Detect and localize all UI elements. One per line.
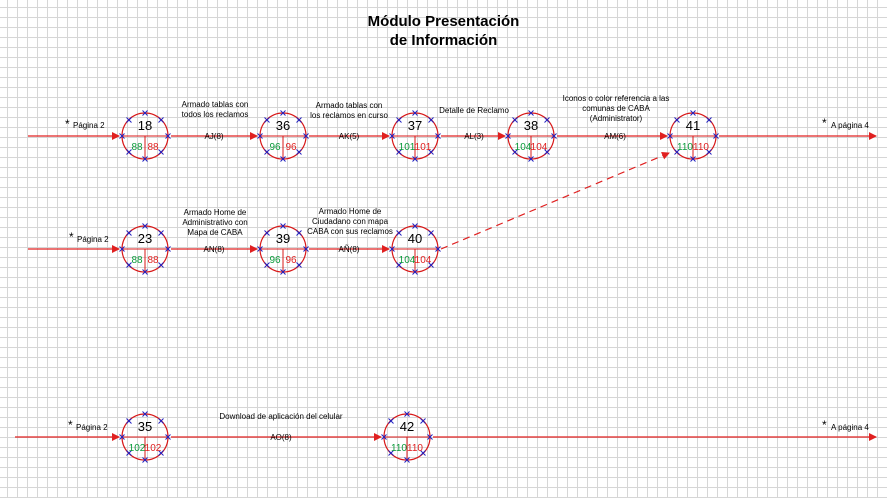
activity-an-tilde-desc-2: Ciudadano con mapa <box>312 217 389 226</box>
node-early-time: 104 <box>515 142 532 153</box>
activity-an-code: AN(8) <box>204 245 225 254</box>
activity-ao-desc-1: Download de aplicación del celular <box>219 412 343 421</box>
to-page4-row3: A página 4 <box>831 423 869 432</box>
node-marks <box>381 411 433 463</box>
activity-al-code: AL(3) <box>464 132 484 141</box>
node-late-time: 88 <box>147 142 159 153</box>
node-marks <box>389 223 441 275</box>
activity-al-desc-1: Detalle de Reclamo <box>439 106 509 115</box>
node-late-time: 102 <box>145 443 162 454</box>
node-late-time: 104 <box>415 255 432 266</box>
activity-an-desc-2: Administrativo con <box>182 218 247 227</box>
node-id: 35 <box>138 419 152 434</box>
node-late-time: 110 <box>693 142 709 153</box>
node-marks <box>667 110 719 162</box>
node-marks <box>119 411 171 463</box>
title-line-2: de Información <box>389 32 498 49</box>
star-marker-row3-right: * <box>822 418 827 432</box>
activity-am-desc-3: (Administrator) <box>590 114 643 123</box>
node-id: 36 <box>276 118 290 133</box>
node-23: 23 88 88 <box>119 223 171 275</box>
node-early-time: 101 <box>399 142 416 153</box>
title-line-1: Módulo Presentación <box>367 13 520 30</box>
node-39: 39 96 96 <box>257 223 309 275</box>
node-36: 36 96 96 <box>257 110 309 162</box>
node-id: 18 <box>138 118 152 133</box>
to-page4-row1: A página 4 <box>831 121 869 130</box>
node-id: 41 <box>686 118 700 133</box>
from-page2-row1: Página 2 <box>73 121 105 130</box>
node-id: 37 <box>408 118 422 133</box>
node-id: 40 <box>408 231 422 246</box>
star-marker-row3-left: * <box>68 418 73 432</box>
node-marks <box>119 223 171 275</box>
node-early-time: 110 <box>677 142 693 153</box>
node-early-time: 96 <box>269 255 281 266</box>
node-marks <box>257 223 309 275</box>
node-late-time: 104 <box>531 142 548 153</box>
activity-an-tilde-desc-3: CABA con sus reclamos <box>307 227 393 236</box>
activity-aj-desc-1: Armado tablas con <box>182 100 249 109</box>
activity-an-desc-1: Armado Home de <box>184 208 247 217</box>
node-late-time: 110 <box>407 443 423 454</box>
activity-an-tilde-code: AÑ(8) <box>339 245 360 254</box>
activity-am-desc-1: Iconos o color referencia a las <box>563 94 670 103</box>
node-early-time: 88 <box>131 255 143 266</box>
node-marks <box>505 110 557 162</box>
node-marks <box>257 110 309 162</box>
from-page2-row2: Página 2 <box>77 235 109 244</box>
node-id: 42 <box>400 419 414 434</box>
activity-an-tilde-desc-1: Armado Home de <box>319 207 382 216</box>
node-late-time: 96 <box>285 142 297 153</box>
node-late-time: 96 <box>285 255 297 266</box>
activity-aj-code: AJ(8) <box>204 132 223 141</box>
activity-ao-code: AO(8) <box>270 433 292 442</box>
node-early-time: 96 <box>269 142 281 153</box>
node-id: 38 <box>524 118 538 133</box>
node-18: 18 88 88 <box>119 110 171 162</box>
dummy-arrow-40-41 <box>440 152 670 250</box>
node-late-time: 88 <box>147 255 159 266</box>
node-early-time: 88 <box>131 142 143 153</box>
node-late-time: 101 <box>415 142 432 153</box>
activity-ak-desc-1: Armado tablas con <box>316 101 383 110</box>
activity-am-desc-2: comunas de CABA <box>582 104 650 113</box>
node-early-time: 102 <box>129 443 146 454</box>
from-page2-row3: Página 2 <box>76 423 108 432</box>
page-title: Módulo Presentación de Información <box>0 12 887 50</box>
activity-am-code: AM(6) <box>604 132 626 141</box>
node-id: 39 <box>276 231 290 246</box>
node-early-time: 110 <box>391 443 407 454</box>
activity-an-desc-3: Mapa de CABA <box>187 228 243 237</box>
node-marks <box>119 110 171 162</box>
node-marks <box>389 110 441 162</box>
star-marker-row1-left: * <box>65 117 70 131</box>
star-marker-row1-right: * <box>822 116 827 130</box>
node-id: 23 <box>138 231 152 246</box>
activity-ak-code: AK(5) <box>339 132 360 141</box>
activity-aj-desc-2: todos los reclamos <box>182 110 249 119</box>
star-marker-row2-left: * <box>69 230 74 244</box>
node-early-time: 104 <box>399 255 416 266</box>
activity-ak-desc-2: los reclamos en curso <box>310 111 388 120</box>
